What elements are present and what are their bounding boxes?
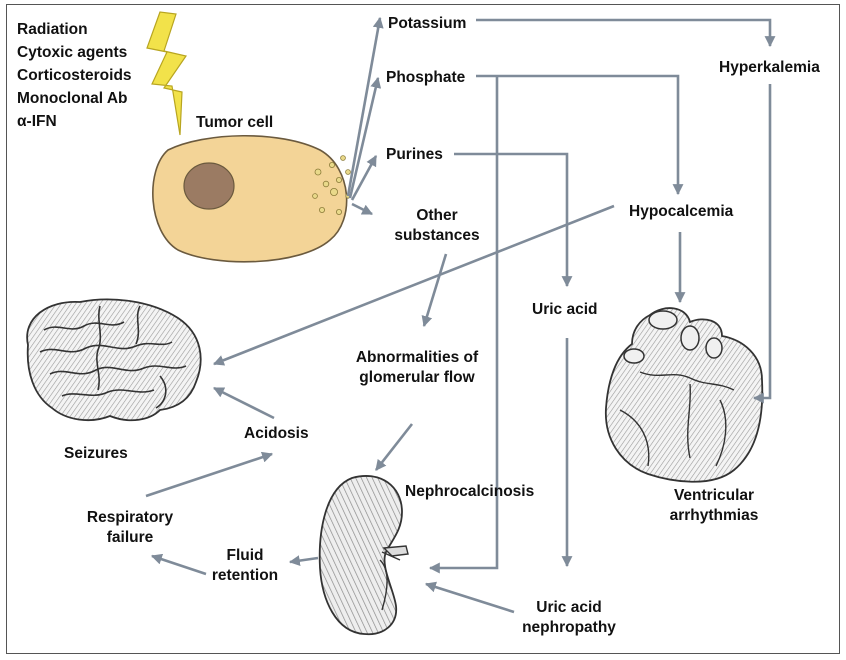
kidney-icon [318,475,409,636]
nephrocalcinosis-label: Nephrocalcinosis [405,483,535,500]
lightning-bolt-icon [146,11,187,136]
purines-label: Purines [386,146,443,163]
hypocalcemia-label: Hypocalcemia [629,203,734,220]
agent-cytotoxic: Cytoxic agents [17,44,128,61]
heart-icon [605,307,764,483]
seizures-label: Seizures [64,445,128,462]
agent-alpha-ifn: α-IFN [17,113,57,130]
ventricular-arrhythmias-label: Ventricular arrhythmias [669,487,759,524]
tumor-cell-icon [152,134,348,263]
abnormalities-glomerular-flow-label: Abnormalities of glomerular flow [355,349,479,386]
fluid-retention-label: Fluid retention [211,547,279,584]
tumor-cell-label: Tumor cell [196,114,274,131]
hyperkalemia-label: Hyperkalemia [719,59,820,76]
treatment-agents-list: Radiation Cytoxic agents Corticosteroids… [17,18,132,133]
potassium-label: Potassium [388,15,467,32]
phosphate-label: Phosphate [386,69,466,86]
uric-acid-label: Uric acid [532,301,598,318]
uric-acid-nephropathy-label: Uric acid nephropathy [522,599,616,636]
agent-corticosteroids: Corticosteroids [17,67,132,84]
agent-monoclonal-ab: Monoclonal Ab [17,90,128,107]
arrows [145,16,776,614]
acidosis-label: Acidosis [244,425,309,442]
particles [312,155,351,215]
other-substances-label: Other substances [394,207,480,244]
agent-radiation: Radiation [17,21,88,38]
brain-icon [26,298,202,422]
respiratory-failure-label: Respiratory failure [86,509,174,546]
